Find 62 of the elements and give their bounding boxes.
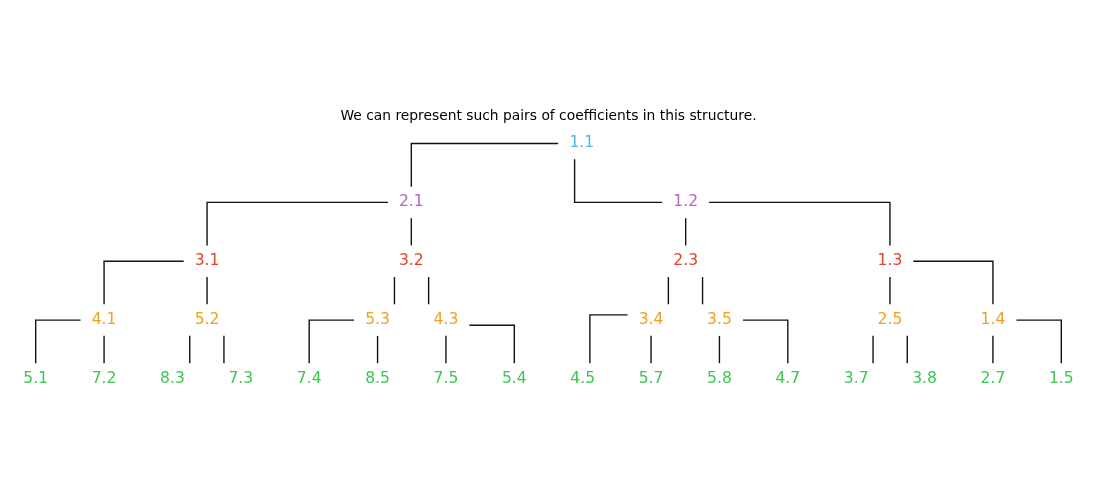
connector bbox=[742, 318, 789, 364]
node-text: 2.5 bbox=[877, 309, 903, 328]
connector bbox=[992, 334, 994, 364]
connector bbox=[573, 158, 663, 203]
node-text: 4.1 bbox=[91, 309, 117, 328]
node-text: 8.3 bbox=[160, 368, 185, 387]
connector bbox=[701, 275, 704, 305]
connector bbox=[1015, 318, 1062, 364]
connector bbox=[393, 275, 396, 305]
connector bbox=[685, 217, 687, 246]
connector bbox=[35, 318, 82, 364]
node-text: 2.1 bbox=[398, 191, 424, 210]
connector bbox=[206, 275, 208, 305]
connector bbox=[708, 201, 891, 246]
node-text: 3.1 bbox=[194, 250, 220, 269]
node-text: 7.4 bbox=[296, 368, 322, 387]
connector bbox=[468, 324, 515, 364]
node-text: 5.7 bbox=[638, 368, 664, 387]
node-text: 1.4 bbox=[980, 309, 1006, 328]
connector bbox=[427, 275, 430, 305]
connector bbox=[223, 334, 225, 364]
connector bbox=[206, 201, 389, 246]
node-text: 3.8 bbox=[912, 368, 937, 387]
connector bbox=[667, 275, 670, 305]
connector bbox=[410, 142, 559, 187]
connector bbox=[650, 334, 652, 364]
connector bbox=[889, 275, 891, 305]
node-text: 2.3 bbox=[673, 250, 699, 269]
node-text: 5.4 bbox=[501, 368, 527, 387]
node-text: 4.5 bbox=[570, 368, 596, 387]
connector bbox=[189, 334, 191, 364]
connector bbox=[103, 260, 185, 305]
node-text: 7.2 bbox=[91, 368, 117, 387]
node-text: 7.5 bbox=[433, 368, 459, 387]
connector bbox=[872, 334, 874, 364]
node-text: 5.8 bbox=[707, 368, 732, 387]
node-text: 3.4 bbox=[638, 309, 664, 328]
node-text: 3.2 bbox=[398, 250, 424, 269]
connector bbox=[718, 334, 721, 364]
node-text: 4.3 bbox=[433, 309, 459, 328]
node-text: 5.1 bbox=[23, 368, 49, 387]
connector bbox=[308, 318, 355, 364]
connector bbox=[376, 334, 379, 364]
connector bbox=[906, 334, 908, 364]
connector bbox=[589, 313, 629, 364]
node-text: 8.5 bbox=[365, 368, 390, 387]
node-text: 7.3 bbox=[228, 368, 254, 387]
node-text: 1.3 bbox=[877, 250, 903, 269]
node-text: 5.3 bbox=[365, 309, 390, 328]
node-text: 3.5 bbox=[707, 309, 732, 328]
node-text: 1.2 bbox=[673, 191, 699, 210]
node-text: 1.1 bbox=[569, 132, 595, 151]
node-text: 3.7 bbox=[843, 368, 869, 387]
diagram-title: We can represent such pairs of coefficients in this structure. bbox=[340, 106, 757, 123]
node-text: 2.7 bbox=[980, 368, 1006, 387]
connector bbox=[410, 217, 412, 246]
connector bbox=[912, 260, 994, 305]
connector bbox=[103, 334, 105, 364]
node-text: 1.5 bbox=[1048, 368, 1074, 387]
node-text: 5.2 bbox=[194, 309, 220, 328]
connector bbox=[445, 334, 447, 364]
node-text: 4.7 bbox=[775, 368, 801, 387]
